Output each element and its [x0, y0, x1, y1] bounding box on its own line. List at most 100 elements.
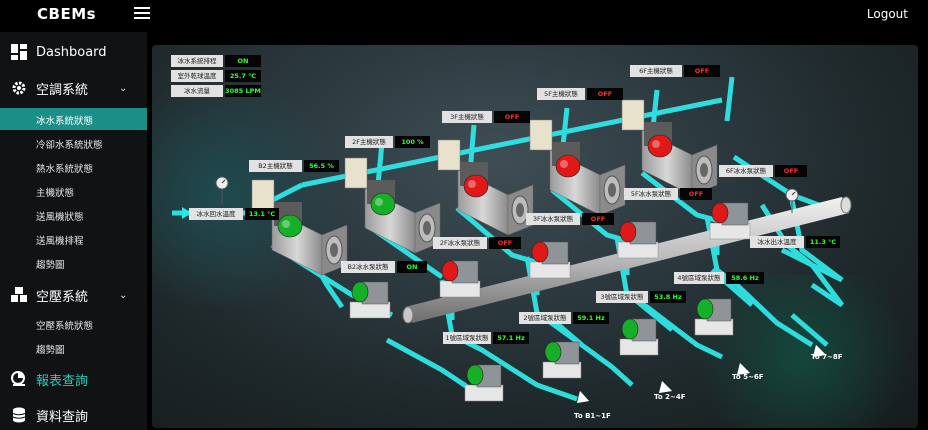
chilled-water-pump: [709, 202, 751, 240]
zone-pump: [542, 341, 582, 379]
zone-pump: [464, 364, 504, 402]
chilled-pump-value: ON: [397, 261, 427, 273]
zone-pump-value: 59.1 Hz: [573, 312, 609, 324]
sidebar-subitem-label: 熱水系統狀態: [36, 164, 94, 175]
zone-destination: To 7~8F: [811, 353, 843, 361]
chiller-motor: [277, 214, 303, 238]
chiller-unit: [529, 119, 626, 216]
sidebar-subitem-air-trend[interactable]: 趨勢圖: [0, 337, 147, 359]
sidebar-subitem-chilled-water-status[interactable]: 冰水系統狀態: [0, 108, 147, 130]
zone-pump-value: 57.1 Hz: [493, 332, 529, 344]
sidebar-item-label: 空調系統: [36, 82, 89, 98]
sidebar-item-report[interactable]: 報表查詢: [0, 368, 147, 390]
chilled-water-pump: [439, 260, 481, 298]
chilled-pump-value: OFF: [775, 165, 807, 177]
chilled-water-diagram: 冰水系統排程 ON 室外乾球溫度 25.7 °C 冰水流量 3085 LPM B…: [152, 45, 918, 428]
return-temp-label: 冰水回水溫度: [189, 208, 243, 220]
sidebar-subitem-fan-schedule[interactable]: 送風機排程: [0, 228, 147, 250]
sidebar-subitem-label: 空壓系統狀態: [36, 321, 94, 332]
chiller-status-label: 3F主機狀態: [442, 111, 492, 123]
sidebar-item-compressed-air[interactable]: 空壓系統 ⌄: [0, 283, 147, 307]
chiller-status-label: 6F主機狀態: [630, 65, 682, 77]
chevron-down-icon[interactable]: ⌄: [119, 289, 128, 301]
return-temp-value: 13.1 °C: [245, 208, 279, 220]
chiller-unit: [251, 179, 348, 276]
zone-pump-value: 53.8 Hz: [650, 291, 686, 303]
chilled-pump-label: 6F冰水泵狀態: [719, 165, 773, 177]
summary-value: 25.7 °C: [225, 70, 261, 82]
chilled-pump-label: B2冰水泵狀態: [341, 261, 395, 273]
cubes-icon: [11, 287, 27, 303]
sidebar-item-dashboard[interactable]: Dashboard: [0, 40, 147, 64]
sidebar-item-label: 報表查詢: [36, 373, 89, 389]
chiller-status-value: 100 %: [395, 136, 430, 148]
zone-pump-label: 3號區域泵狀態: [596, 291, 648, 303]
sidebar: Dashboard 空調系統 ⌄ 冰水系統狀態 冷卻水系統狀態 熱水系統狀態 主…: [0, 32, 147, 430]
summary-value: 3085 LPM: [225, 85, 261, 97]
chevron-down-icon[interactable]: ⌄: [119, 82, 128, 94]
chilled-pump-value: OFF: [680, 188, 712, 200]
chiller-status-label: 5F主機狀態: [537, 88, 585, 100]
sidebar-subitem-chiller-status[interactable]: 主機狀態: [0, 180, 147, 202]
dashboard-icon: [11, 44, 27, 60]
sidebar-item-label: Dashboard: [36, 44, 107, 60]
sidebar-subitem-label: 主機狀態: [36, 188, 75, 199]
top-bar: CBEMs Logout: [0, 0, 928, 32]
sidebar-subitem-label: 趨勢圖: [36, 260, 65, 271]
sidebar-subitem-label: 冷卻水系統狀態: [36, 140, 103, 151]
chiller-motor: [463, 174, 489, 198]
chiller-status-value: OFF: [587, 88, 623, 100]
zone-pump-label: 4號區域泵狀態: [674, 272, 724, 284]
chilled-pump-label: 3F冰水泵狀態: [526, 213, 580, 225]
chiller-status-value: OFF: [494, 111, 530, 123]
supply-temp-label: 冰水出水溫度: [750, 236, 804, 248]
sidebar-subitem-label: 冰水系統狀態: [36, 116, 94, 127]
sidebar-subitem-cooling-water-status[interactable]: 冷卻水系統狀態: [0, 132, 147, 154]
summary-label: 室外乾球溫度: [171, 70, 223, 82]
chiller-status-label: B2主機狀態: [249, 160, 302, 172]
chilled-pump-label: 2F冰水泵狀態: [433, 237, 487, 249]
chiller-motor: [370, 192, 396, 216]
chiller-motor: [555, 154, 581, 178]
chiller-unit: [437, 139, 534, 236]
sidebar-item-hvac[interactable]: 空調系統 ⌄: [0, 76, 147, 100]
sidebar-subitem-fan-status[interactable]: 送風機狀態: [0, 204, 147, 226]
summary-value: ON: [225, 55, 261, 67]
summary-label: 冰水流量: [171, 85, 223, 97]
chilled-water-pump: [349, 281, 391, 319]
summary-label: 冰水系統排程: [171, 55, 223, 67]
sidebar-subitem-label: 送風機狀態: [36, 212, 84, 223]
sidebar-subitem-air-status[interactable]: 空壓系統狀態: [0, 313, 147, 335]
gear-icon: [11, 80, 27, 96]
sidebar-subitem-label: 趨勢圖: [36, 345, 65, 356]
logout-link[interactable]: Logout: [866, 7, 908, 21]
zone-destination: To B1~1F: [574, 412, 611, 420]
chilled-water-pump: [529, 241, 571, 279]
sidebar-subitem-hot-water-status[interactable]: 熱水系統狀態: [0, 156, 147, 178]
sidebar-item-data-query[interactable]: 資料查詢: [0, 404, 147, 426]
sidebar-subitem-label: 送風機排程: [36, 236, 84, 247]
zone-pump: [694, 298, 734, 336]
piping-diagram: [172, 76, 852, 403]
chilled-water-pump: [617, 221, 659, 259]
supply-temp-value: 11.3 °C: [806, 236, 840, 248]
zone-destination: To 5~6F: [732, 373, 764, 381]
chilled-pump-value: OFF: [489, 237, 521, 249]
sidebar-item-label: 空壓系統: [36, 289, 89, 305]
chilled-pump-label: 5F冰水泵狀態: [624, 188, 678, 200]
chiller-unit: [344, 157, 441, 254]
chiller-status-value: 56.5 %: [304, 160, 339, 172]
zone-pump-label: 1號區域泵狀態: [443, 332, 491, 344]
zone-pump-value: 58.6 Hz: [726, 272, 764, 284]
menu-toggle-icon[interactable]: [134, 7, 150, 21]
chiller-status-value: OFF: [684, 65, 720, 77]
chiller-motor: [647, 134, 673, 158]
sidebar-item-label: 資料查詢: [36, 409, 89, 425]
sidebar-subitem-hvac-trend[interactable]: 趨勢圖: [0, 252, 147, 274]
zone-pump-label: 2號區域泵狀態: [519, 312, 571, 324]
chilled-pump-value: OFF: [582, 213, 614, 225]
report-icon: [11, 371, 27, 387]
zone-pump: [619, 318, 659, 356]
chiller-unit: [621, 99, 718, 196]
database-icon: [11, 407, 27, 423]
